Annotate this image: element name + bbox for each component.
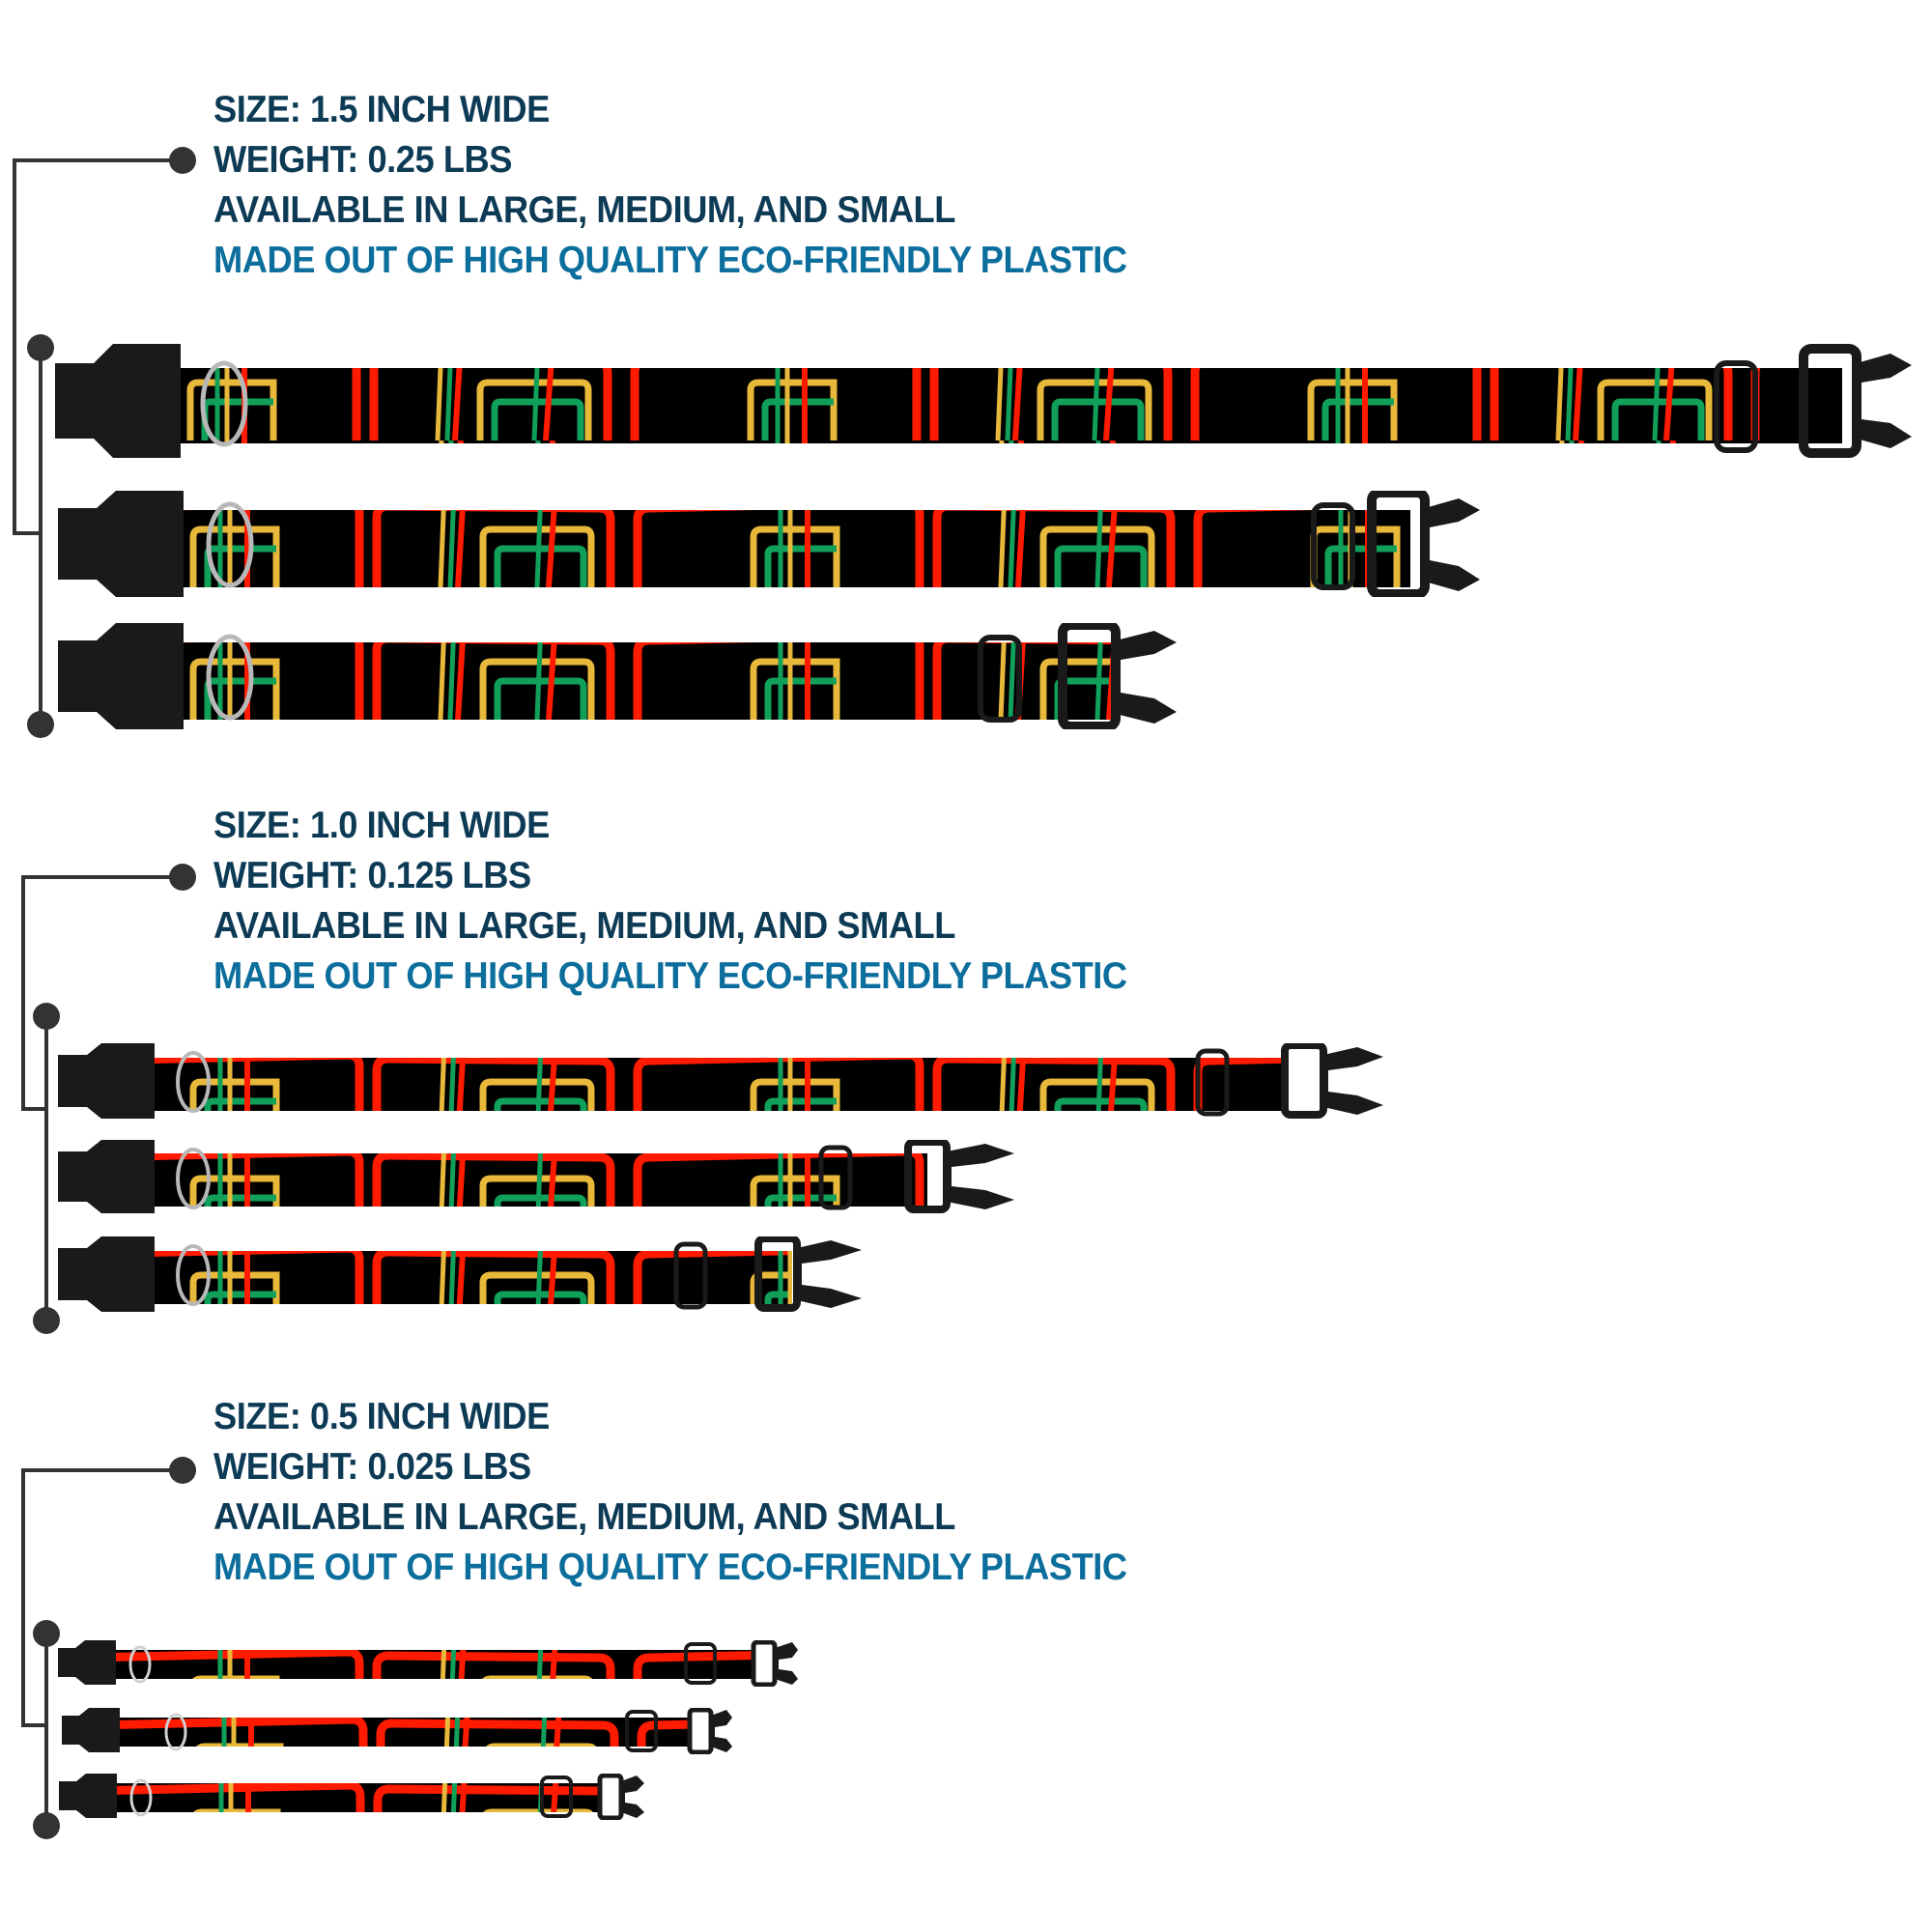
weight-label: WEIGHT: 0.25 LBS bbox=[213, 139, 512, 181]
buckle-female bbox=[62, 1708, 120, 1752]
size-label: SIZE: 0.5 INCH WIDE bbox=[213, 1396, 550, 1437]
slider-loop bbox=[540, 1776, 573, 1818]
collar-1.0in-large bbox=[58, 1043, 1383, 1119]
collar-1.0in-medium bbox=[58, 1140, 1014, 1213]
bracket-dot bbox=[33, 1620, 60, 1647]
d-ring-icon bbox=[176, 1148, 211, 1209]
buckle-male bbox=[775, 1642, 798, 1685]
buckle-female bbox=[58, 1043, 155, 1119]
buckle-male bbox=[1425, 498, 1480, 591]
buckle-frame bbox=[1281, 1043, 1327, 1119]
material-label: MADE OUT OF HIGH QUALITY ECO-FRIENDLY PL… bbox=[213, 955, 1127, 997]
d-ring-icon bbox=[164, 1713, 187, 1751]
slider-loop bbox=[1195, 1048, 1230, 1117]
bracket-dot bbox=[169, 864, 196, 891]
buckle-male bbox=[1857, 354, 1912, 448]
collar-1.5in-large bbox=[55, 344, 1912, 458]
size-label: SIZE: 1.0 INCH WIDE bbox=[213, 805, 550, 846]
bracket-dot bbox=[27, 711, 54, 738]
buckle-female bbox=[55, 344, 181, 458]
collar-0.5in-large bbox=[58, 1640, 798, 1687]
weight-label: WEIGHT: 0.125 LBS bbox=[213, 855, 531, 896]
d-ring-icon bbox=[129, 1778, 153, 1817]
collar-0.5in-small bbox=[59, 1774, 644, 1820]
slider-loop bbox=[978, 635, 1022, 723]
buckle-male bbox=[1116, 631, 1177, 724]
material-label: MADE OUT OF HIGH QUALITY ECO-FRIENDLY PL… bbox=[213, 1547, 1127, 1588]
d-ring-icon bbox=[176, 1244, 211, 1306]
bracket-dot bbox=[33, 1003, 60, 1030]
availability-label: AVAILABLE IN LARGE, MEDIUM, AND SMALL bbox=[213, 1496, 955, 1538]
buckle-male bbox=[711, 1710, 732, 1752]
collar-0.5in-medium bbox=[62, 1708, 732, 1754]
slider-loop bbox=[625, 1710, 658, 1752]
buckle-male bbox=[621, 1776, 644, 1818]
buckle-female bbox=[58, 623, 184, 729]
collar-1.0in-small bbox=[58, 1236, 862, 1312]
buckle-frame bbox=[687, 1708, 714, 1754]
buckle-frame bbox=[751, 1640, 778, 1687]
material-label: MADE OUT OF HIGH QUALITY ECO-FRIENDLY PL… bbox=[213, 240, 1127, 281]
buckle-male bbox=[797, 1240, 862, 1308]
collar-1.5in-small bbox=[58, 623, 1177, 729]
bracket-dot bbox=[27, 334, 54, 361]
bracket-dot bbox=[169, 147, 196, 174]
buckle-female bbox=[58, 1236, 155, 1312]
buckle-male bbox=[947, 1144, 1014, 1209]
slider-loop bbox=[818, 1145, 853, 1210]
size-label: SIZE: 1.5 INCH WIDE bbox=[213, 89, 550, 130]
buckle-frame bbox=[597, 1774, 624, 1820]
bracket-dot bbox=[33, 1812, 60, 1839]
buckle-female bbox=[58, 1140, 155, 1213]
d-ring-icon bbox=[176, 1051, 211, 1113]
buckle-female bbox=[58, 491, 184, 597]
buckle-female bbox=[58, 1640, 116, 1685]
d-ring-icon bbox=[128, 1645, 152, 1684]
slider-loop bbox=[684, 1642, 717, 1685]
bracket-dot bbox=[33, 1307, 60, 1334]
slider-loop bbox=[673, 1241, 708, 1310]
buckle-male bbox=[1323, 1047, 1383, 1115]
buckle-female bbox=[59, 1774, 117, 1818]
bracket-dot bbox=[169, 1457, 196, 1484]
weight-label: WEIGHT: 0.025 LBS bbox=[213, 1446, 531, 1488]
availability-label: AVAILABLE IN LARGE, MEDIUM, AND SMALL bbox=[213, 189, 955, 231]
d-ring-icon bbox=[206, 501, 254, 588]
availability-label: AVAILABLE IN LARGE, MEDIUM, AND SMALL bbox=[213, 905, 955, 947]
slider-loop bbox=[1311, 502, 1355, 590]
collar-1.5in-medium bbox=[58, 491, 1480, 597]
d-ring-icon bbox=[206, 634, 254, 721]
d-ring-icon bbox=[200, 360, 248, 447]
slider-loop bbox=[1714, 360, 1758, 453]
